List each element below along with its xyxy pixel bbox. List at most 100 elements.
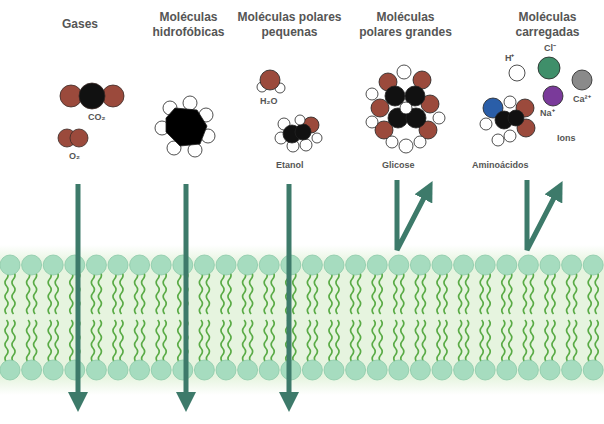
lipid-tail xyxy=(509,320,512,362)
lipid-head xyxy=(216,255,236,275)
lipid-head xyxy=(130,255,150,275)
lipid-tail xyxy=(415,272,418,314)
lipid-tail xyxy=(530,320,533,362)
lipid-tail xyxy=(415,320,418,362)
lipid-tail xyxy=(466,272,469,314)
lipid-tail xyxy=(466,320,469,362)
lipid-head xyxy=(389,255,409,275)
lipid-head xyxy=(346,255,366,275)
lipid-tail xyxy=(351,272,354,314)
lipid-tail xyxy=(98,320,101,362)
blocked-arrow xyxy=(397,180,428,250)
lipid-tail xyxy=(487,272,490,314)
lipid-head xyxy=(346,360,366,380)
lipid-head xyxy=(22,360,42,380)
lipid-tail xyxy=(358,272,361,314)
lipid-tail xyxy=(120,272,123,314)
lipid-tail xyxy=(293,272,296,314)
lipid-tail xyxy=(523,320,526,362)
pass-arrow xyxy=(287,184,292,402)
lipid-tail xyxy=(545,320,548,362)
lipid-tail xyxy=(314,272,317,314)
lipid-head xyxy=(302,360,322,380)
lipid-tail xyxy=(199,320,202,362)
lipid-head xyxy=(43,360,63,380)
lipid-tail xyxy=(480,320,483,362)
category-heading: Moléculas hidrofóbicas xyxy=(151,10,226,40)
lipid-tail xyxy=(394,320,397,362)
lipid-head xyxy=(432,360,452,380)
lipid-tail xyxy=(444,320,447,362)
lipid-head xyxy=(194,255,214,275)
lipid-tail xyxy=(502,272,505,314)
lipid-tail xyxy=(487,320,490,362)
lipid-head xyxy=(86,255,106,275)
lipid-head xyxy=(65,255,85,275)
lipid-head xyxy=(562,255,582,275)
lipid-tail xyxy=(250,320,253,362)
lipid-tail xyxy=(314,320,317,362)
lipid-tail xyxy=(27,320,30,362)
lipid-tail xyxy=(401,272,404,314)
lipid-tail xyxy=(444,272,447,314)
hydrophobic-molecule xyxy=(155,96,215,157)
lipid-tail xyxy=(271,272,274,314)
lipid-tail xyxy=(228,272,231,314)
lipid-head xyxy=(238,255,258,275)
lipid-tail xyxy=(552,320,555,362)
lipid-tail xyxy=(329,272,332,314)
lipid-tail xyxy=(379,320,382,362)
lipid-tail xyxy=(135,272,138,314)
lipid-head xyxy=(497,255,517,275)
lipid-tail xyxy=(34,320,37,362)
lipid-tail xyxy=(156,320,159,362)
lipid-head xyxy=(108,255,128,275)
ions xyxy=(509,57,592,106)
lipid-head xyxy=(43,255,63,275)
lipid-tail xyxy=(163,320,166,362)
lipid-tail xyxy=(567,272,570,314)
lipid-tail xyxy=(5,272,8,314)
lipid-tail xyxy=(91,320,94,362)
lipid-head xyxy=(518,360,538,380)
category-heading: Moléculas carregadas xyxy=(514,10,581,40)
lipid-tail xyxy=(351,320,354,362)
lipid-head xyxy=(410,360,430,380)
lipid-tail xyxy=(70,272,73,314)
lipid-head xyxy=(562,360,582,380)
lipid-head xyxy=(432,255,452,275)
molecule-label: Aminoácidos xyxy=(472,160,529,171)
lipid-head xyxy=(583,360,603,380)
transport-arrows xyxy=(78,180,558,402)
lipid-head xyxy=(259,255,279,275)
lipid-tail xyxy=(502,320,505,362)
lipid-tail xyxy=(5,320,8,362)
category-heading: Moléculas polares grandes xyxy=(358,10,453,40)
lipid-head xyxy=(173,255,193,275)
molecule-label: Ions xyxy=(557,133,576,144)
lipid-head xyxy=(86,360,106,380)
lipid-head xyxy=(367,255,387,275)
amino-acid-molecule xyxy=(480,96,535,146)
lipid-tail xyxy=(91,272,94,314)
lipid-tail xyxy=(379,272,382,314)
ion-label: Na⁺ xyxy=(540,108,555,119)
lipid-tail xyxy=(480,272,483,314)
lipid-tail xyxy=(459,320,462,362)
lipid-tail xyxy=(34,272,37,314)
lipid-tail xyxy=(98,272,101,314)
lipid-tail xyxy=(206,272,209,314)
lipid-head xyxy=(540,255,560,275)
lipid-head xyxy=(410,255,430,275)
lipid-tail xyxy=(243,320,246,362)
lipid-tail xyxy=(199,272,202,314)
lipid-head xyxy=(216,360,236,380)
lipid-head xyxy=(0,255,20,275)
lipid-tail xyxy=(329,320,332,362)
lipid-tail xyxy=(221,272,224,314)
lipid-tail xyxy=(574,320,577,362)
lipid-tail xyxy=(55,272,58,314)
lipid-head xyxy=(65,360,85,380)
lipid-tail xyxy=(113,272,116,314)
molecule-label: Etanol xyxy=(276,160,304,171)
